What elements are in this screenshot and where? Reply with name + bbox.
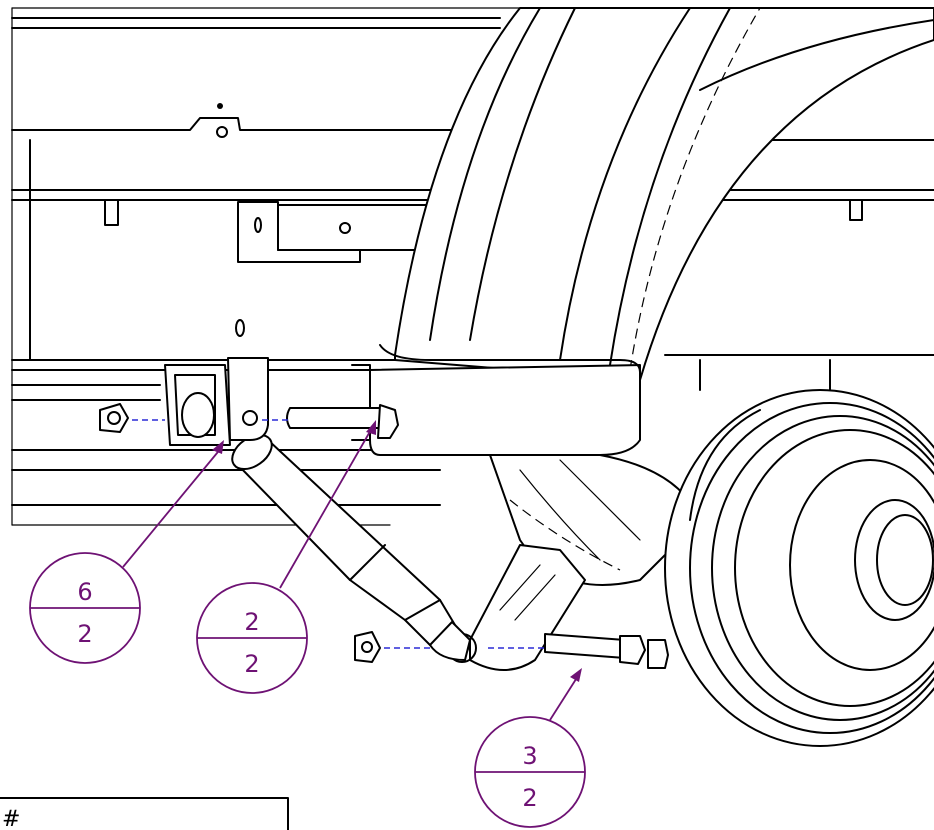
shock-absorber	[231, 433, 471, 661]
axle-arm	[447, 454, 701, 671]
fender	[369, 7, 934, 456]
callout-bottom-number: 2	[522, 784, 537, 812]
hardware	[99, 403, 669, 669]
wheel	[664, 389, 934, 747]
callout-bottom-number: 2	[77, 620, 92, 648]
callout-top-number: 3	[522, 742, 537, 770]
chassis-frame	[11, 17, 934, 506]
callout-leaders	[122, 420, 582, 721]
callout-top-number: 6	[77, 578, 92, 606]
callout-bottom-number: 2	[244, 650, 259, 678]
callout-top-number: 2	[244, 608, 259, 636]
note-box: #	[0, 797, 289, 830]
callout-6-2: 6 2	[29, 552, 141, 664]
callout-3-2: 3 2	[474, 716, 586, 828]
callout-2-2: 2 2	[196, 582, 308, 694]
note-box-text: #	[2, 807, 20, 830]
upper-mount-bracket	[164, 357, 371, 446]
assembly-axes	[132, 419, 545, 649]
